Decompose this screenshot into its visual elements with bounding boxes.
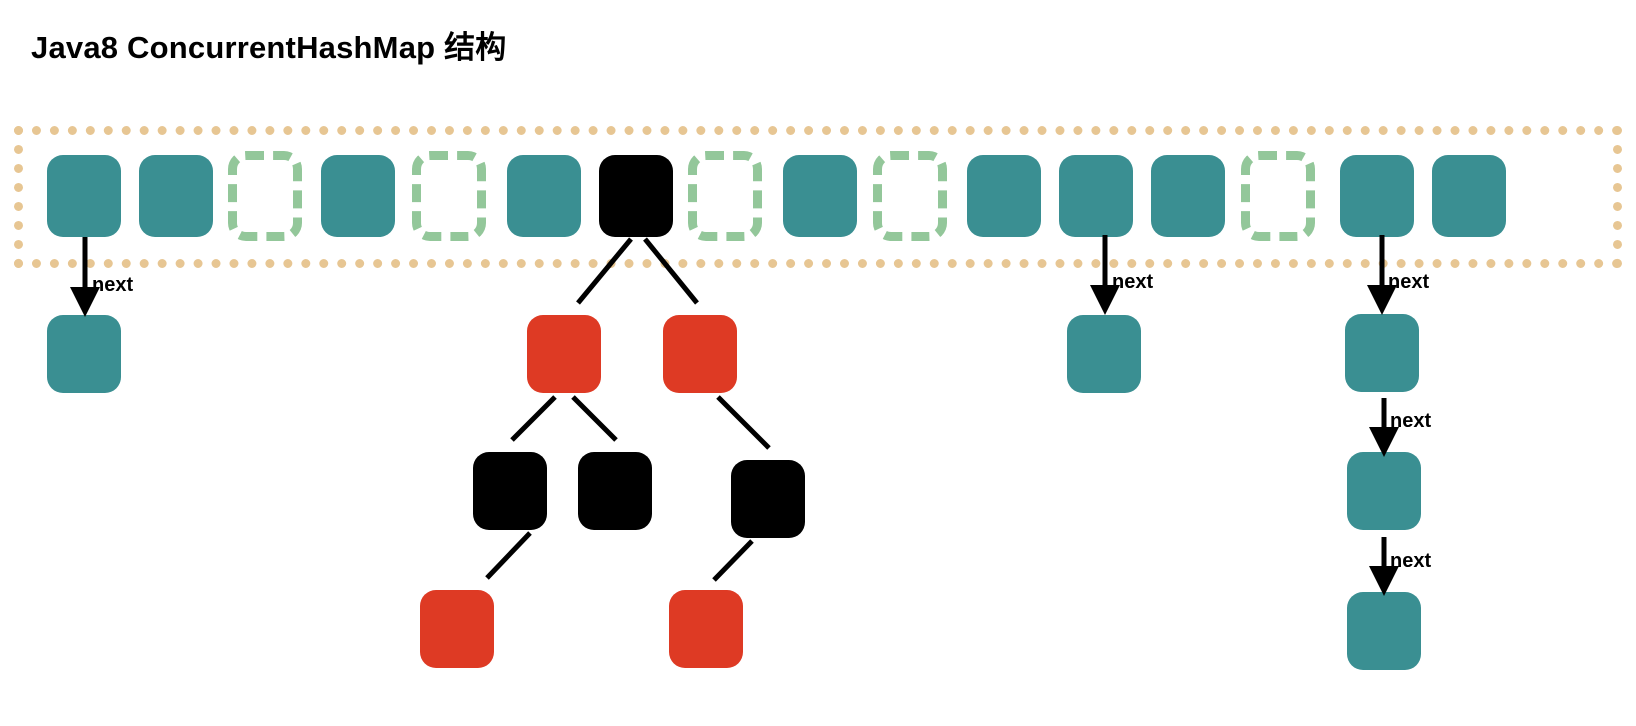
array-slot-7-empty[interactable] (688, 151, 762, 241)
array-slot-10[interactable] (967, 155, 1041, 237)
next-label-slot14-1: next (1388, 271, 1430, 293)
tree-edge-l1-l2a (510, 395, 557, 442)
hash-table-array-container (14, 126, 1622, 268)
array-slot-14[interactable] (1340, 155, 1414, 237)
array-slot-3[interactable] (321, 155, 395, 237)
next-label-slot0: next (92, 274, 134, 296)
tree-node-r3a[interactable] (669, 590, 743, 668)
page-title: Java8 ConcurrentHashMap 结构 (31, 30, 507, 65)
next-label-slot11: next (1112, 271, 1154, 293)
array-slot-9-empty[interactable] (873, 151, 947, 241)
tree-node-l2a[interactable] (473, 452, 547, 530)
array-slot-11[interactable] (1059, 155, 1133, 237)
array-slot-12[interactable] (1151, 155, 1225, 237)
array-slot-5[interactable] (507, 155, 581, 237)
array-slot-15[interactable] (1432, 155, 1506, 237)
tree-node-r1[interactable] (663, 315, 737, 393)
chain-node-slot14-2[interactable] (1347, 452, 1421, 530)
array-slot-6-tree-root[interactable] (599, 155, 673, 237)
tree-node-l2b[interactable] (578, 452, 652, 530)
tree-edge-l2a-l3a (485, 531, 532, 580)
array-slot-1[interactable] (139, 155, 213, 237)
array-slot-13-empty[interactable] (1241, 151, 1315, 241)
tree-edge-r2a-r3a (712, 539, 754, 582)
tree-node-l1[interactable] (527, 315, 601, 393)
array-slot-2-empty[interactable] (228, 151, 302, 241)
tree-node-r2a[interactable] (731, 460, 805, 538)
next-label-slot14-3: next (1390, 550, 1432, 572)
array-slot-0[interactable] (47, 155, 121, 237)
tree-node-l3a[interactable] (420, 590, 494, 668)
tree-edge-r1-r2a (716, 395, 771, 450)
chain-node-slot14-3[interactable] (1347, 592, 1421, 670)
next-label-slot14-2: next (1390, 410, 1432, 432)
chain-node-slot0-1[interactable] (47, 315, 121, 393)
array-slot-4-empty[interactable] (412, 151, 486, 241)
chain-node-slot11-1[interactable] (1067, 315, 1141, 393)
tree-edge-l1-l2b (571, 395, 618, 442)
array-slot-8[interactable] (783, 155, 857, 237)
chain-node-slot14-1[interactable] (1345, 314, 1419, 392)
